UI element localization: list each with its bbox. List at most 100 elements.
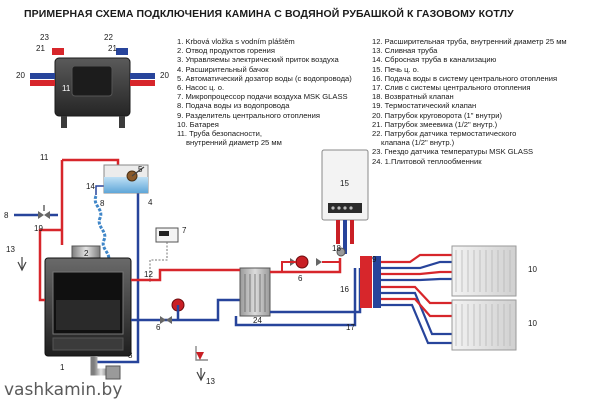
label-8: 8 — [4, 211, 9, 220]
gas-boiler — [321, 149, 369, 257]
legend-left: 1. Krbová vložka s vodním pláštěm 2. Отв… — [177, 37, 352, 147]
legend-item: 24. 1.Плитовой теплообменник — [372, 156, 482, 166]
pipe-stub — [130, 73, 155, 79]
pipe-red — [38, 228, 62, 302]
label-15: 15 — [340, 179, 349, 188]
legend-item: 18. Возвратный клапан — [372, 92, 454, 102]
valve-icon — [316, 258, 322, 266]
air-damper — [105, 365, 121, 380]
label-2: 2 — [84, 249, 89, 258]
pipe-stub — [116, 48, 128, 55]
label-11: 11 — [40, 153, 49, 162]
legend-item: 13. Сливная труба — [372, 46, 438, 56]
legend-item: 10. Батарея — [177, 119, 219, 129]
fireplace-leg — [119, 116, 125, 128]
label-18: 18 — [332, 244, 341, 253]
label-17: 17 — [346, 323, 355, 332]
legend-item: 5. Автоматический дозатор воды (с водопр… — [177, 73, 352, 83]
plate-heat-exchanger — [220, 258, 362, 327]
radiator-panel — [451, 299, 517, 351]
pump-icon — [295, 255, 309, 269]
valve-icon — [196, 352, 204, 360]
drain-icon — [196, 371, 206, 382]
check-valve-icon — [336, 247, 346, 257]
legend-item: 16. Подача воды в систему центрального о… — [372, 73, 558, 83]
legend-item: 20. Патрубок круговорота (1" внутри) — [372, 110, 502, 120]
fireplace-top-view — [30, 48, 155, 128]
fireplace-front — [38, 228, 220, 380]
pipe-stub — [30, 80, 55, 86]
label-16: 16 — [340, 285, 349, 294]
tank-water — [104, 177, 148, 193]
label-4: 4 — [148, 198, 153, 207]
legend-item: 22. Патрубок датчика термостатического — [372, 129, 517, 139]
legend-item: 4. Расширительный бачок — [177, 64, 269, 74]
pipe-red — [131, 268, 220, 282]
valve-icon — [160, 316, 166, 324]
legend-item: 7. Микропроцессор подачи воздуха MSK GLA… — [177, 92, 348, 102]
label-10: 10 — [528, 265, 537, 274]
legend-item: 21. Патрубок змеевика (1/2" внутр.) — [372, 119, 498, 129]
manifold-supply — [360, 256, 372, 308]
radiator-top — [451, 245, 517, 297]
legend-item: 14. Сбросная труба в канализацию — [372, 55, 497, 65]
manifold-return — [373, 256, 381, 308]
legend-item: 15. Печь ц. о. — [372, 64, 420, 74]
label-19: 19 — [34, 224, 43, 233]
expansion-pipe — [97, 192, 140, 364]
legend-item: 8. Подача воды из водопровода — [177, 101, 290, 111]
pump-lower — [158, 298, 240, 382]
signal-cable — [149, 242, 168, 282]
legend-item: 6. Насос ц. о. — [177, 83, 225, 93]
air-intake-pipe — [90, 356, 108, 376]
pump-upper — [281, 255, 340, 272]
label-12: 12 — [144, 270, 153, 279]
label-13: 13 — [206, 377, 215, 386]
label-8: 8 — [100, 199, 105, 208]
radiator-bottom — [451, 299, 517, 351]
legend-item: 23. Гнездо датчика температуры MSK GLASS — [372, 147, 534, 157]
legend-item: внутренний диаметр 25 мм — [186, 138, 282, 148]
label-21: 21 — [108, 44, 117, 53]
legend-item: 3. Управляемы электрический приток возду… — [177, 55, 339, 65]
legend-right: 12. Расширительная труба, внутренний диа… — [372, 37, 567, 166]
label-23: 23 — [40, 33, 49, 42]
pipe-stub — [30, 73, 55, 79]
drain-icon — [17, 261, 27, 272]
label-5: 5 — [138, 165, 143, 174]
msk-controller — [149, 227, 179, 282]
label-14: 14 — [86, 182, 95, 191]
flue-collar — [71, 65, 113, 97]
valve-icon — [44, 211, 50, 219]
legend-item: 17. Слив с системы центрального отоплени… — [372, 83, 531, 93]
expansion-tank — [103, 164, 149, 194]
coil-hose — [93, 195, 111, 263]
label-21: 21 — [36, 44, 45, 53]
radiator-panel — [451, 245, 517, 297]
label-22: 22 — [104, 33, 113, 42]
fireplace-leg — [61, 116, 67, 128]
legend-item: 19. Термостатический клапан — [372, 101, 477, 111]
pipe-stub — [130, 80, 155, 86]
label-9: 9 — [372, 255, 377, 264]
legend-item: 12. Расширительная труба, внутренний диа… — [372, 37, 567, 46]
label-20: 20 — [160, 71, 169, 80]
watermark: vashkamin.by — [4, 380, 123, 400]
valve-icon — [166, 316, 172, 324]
legend-item: 2. Отвод продуктов горения — [177, 46, 275, 56]
label-10: 10 — [528, 319, 537, 328]
diagram-title: ПРИМЕРНАЯ СХЕМА ПОДКЛЮЧЕНИЯ КАМИНА С ВОД… — [24, 8, 514, 20]
label-3: 3 — [128, 351, 133, 360]
label-13: 13 — [6, 245, 15, 254]
label-6: 6 — [156, 323, 161, 332]
label-24: 24 — [253, 316, 262, 325]
legend-item: 9. Разделитель центрального отопления — [177, 110, 320, 120]
valve-icon — [38, 211, 44, 219]
legend-item: 1. Krbová vložka s vodním pláštěm — [177, 37, 295, 46]
label-6: 6 — [298, 274, 303, 283]
water-supply — [14, 205, 58, 272]
label-1: 1 — [60, 363, 65, 372]
pipe-stub — [52, 48, 64, 55]
